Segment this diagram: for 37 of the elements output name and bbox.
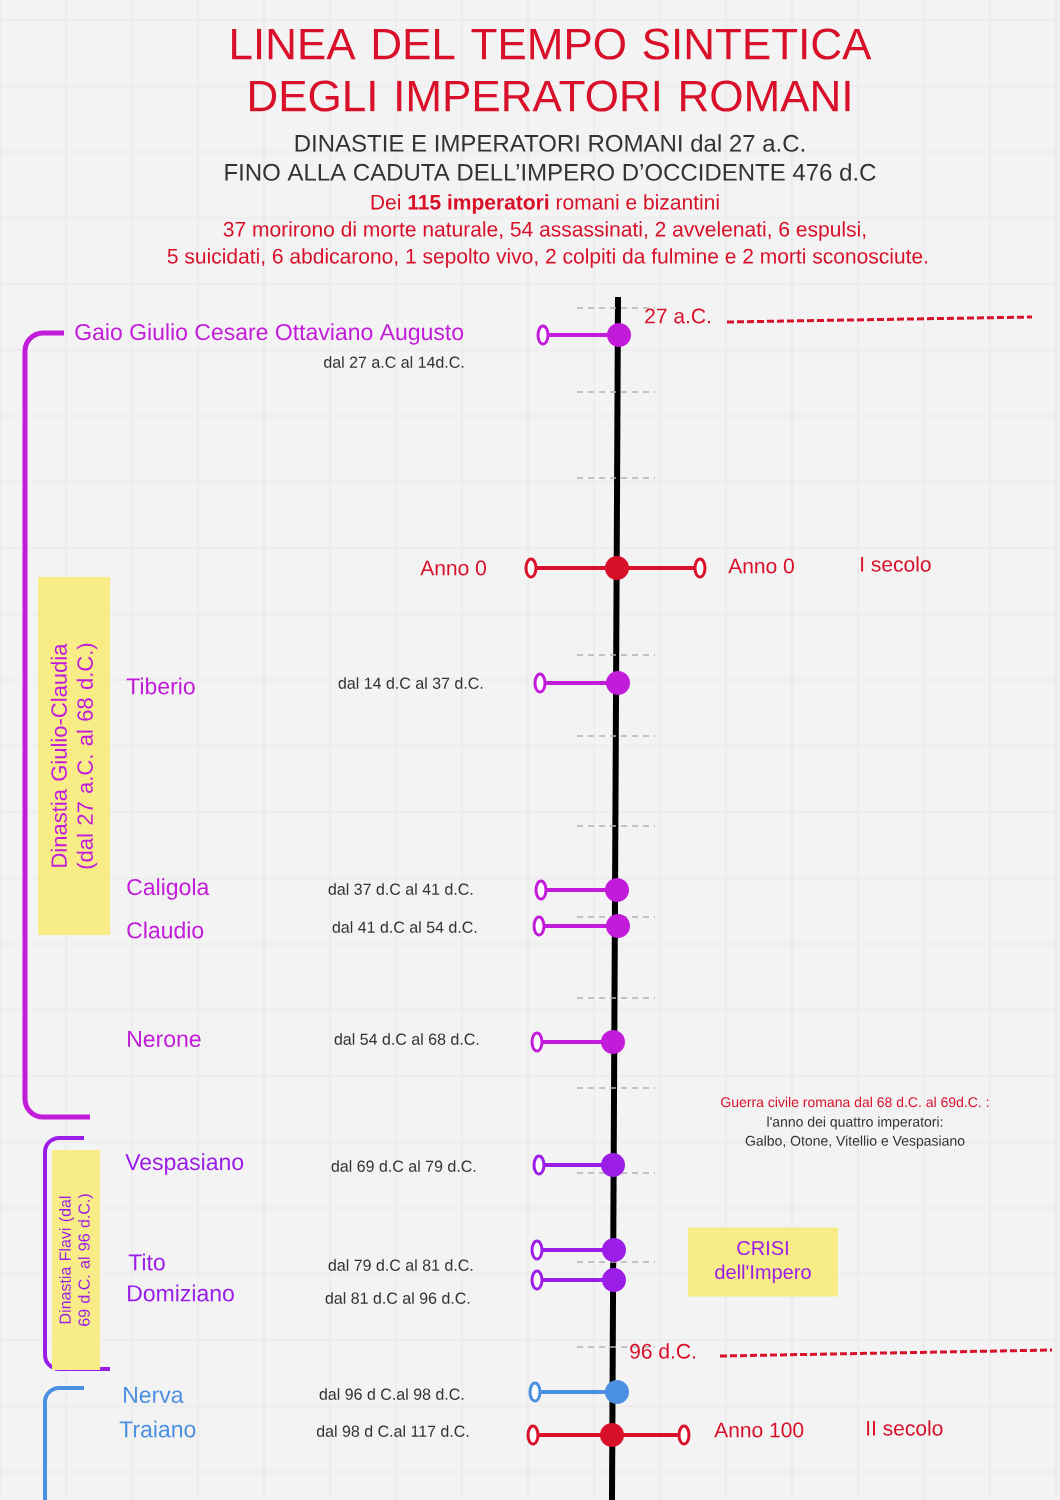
emperor-name: Vespasiano [125,1153,244,1175]
year-label: 27 a.C. [645,308,710,324]
century-label: II secolo [867,1420,943,1436]
note-text: 5 suicidati, 6 abdicarono, 1 sepolto vivo, 2 colpiti da fulmine e 2 morti sconosciute. [167,248,928,268]
dynasty-band: Dinastia Giulio-Claudia (dal 27 a.C. al 68 d.C.) [38,577,110,935]
date-range: dal 69 d.C al 79 d.C. [331,1160,476,1172]
date-range: dal 54 d.C al 68 d.C. [334,1033,479,1045]
emperor-name: Tito [128,1253,165,1271]
emperor-name: Nerva [124,1387,184,1404]
subtitle-text: FINO ALLA CADUTA DELL’IMPERO D’OCCIDENTE 476 d.C [225,163,876,181]
note-text: Guerra civile romana dal 68 d.C. al 69d.C. : [721,1096,989,1108]
title: LINEA DEL TEMPO SINTETICA DEGLI IMPERATORI ROMANI [232,28,872,112]
date-range: dal 41 d.C al 54 d.C. [332,921,477,933]
note-text: l'anno dei quattro imperatori: [767,1116,943,1130]
year-label: Anno 100 [714,1422,804,1438]
year-label: Anno 0 [420,560,486,576]
crisis-box: CRISI dell'Impero [688,1227,838,1297]
subtitle-text: DINASTIE E IMPERATORI ROMANI dal 27 a.C. [295,134,805,152]
year-label: Anno 0 [728,558,794,574]
emperor-name: Nerone [128,1031,201,1048]
note-text: Galbo, Otone, Vitellio e Vespasiano [745,1135,965,1149]
date-range: dal 96 d C.al 98 d.C. [319,1388,464,1400]
emperor-name: Domiziano [128,1284,234,1302]
date-range: dal 98 d C.al 117 d.C. [316,1425,469,1437]
emperor-name: Traiano [119,1420,196,1438]
note-text: 37 morirono di morte naturale, 54 assassinati, 2 avvelenati, 6 espulsi, [223,221,866,241]
date-range: dal 14 d.C al 37 d.C. [338,677,483,689]
date-range: dal 27 a.C al 14d.C. [324,356,464,368]
emperor-name: Claudio [127,921,204,939]
date-range: dal 79 d.C al 81 d.C. [328,1259,473,1271]
dynasty-band: Dinastia Flavi (dal 69 d.C. al 96 d.C.) [52,1150,100,1370]
century-label: I secolo [861,556,931,572]
date-range: dal 81 d.C al 96 d.C. [325,1292,470,1304]
year-label: 96 d.C. [630,1343,695,1359]
note-text: Dei 115 imperatori romani e bizantini [371,194,719,214]
emperor-name: Gaio Giulio Cesare Ottaviano Augusto [75,323,464,345]
date-range: dal 37 d.C al 41 d.C. [328,883,473,895]
